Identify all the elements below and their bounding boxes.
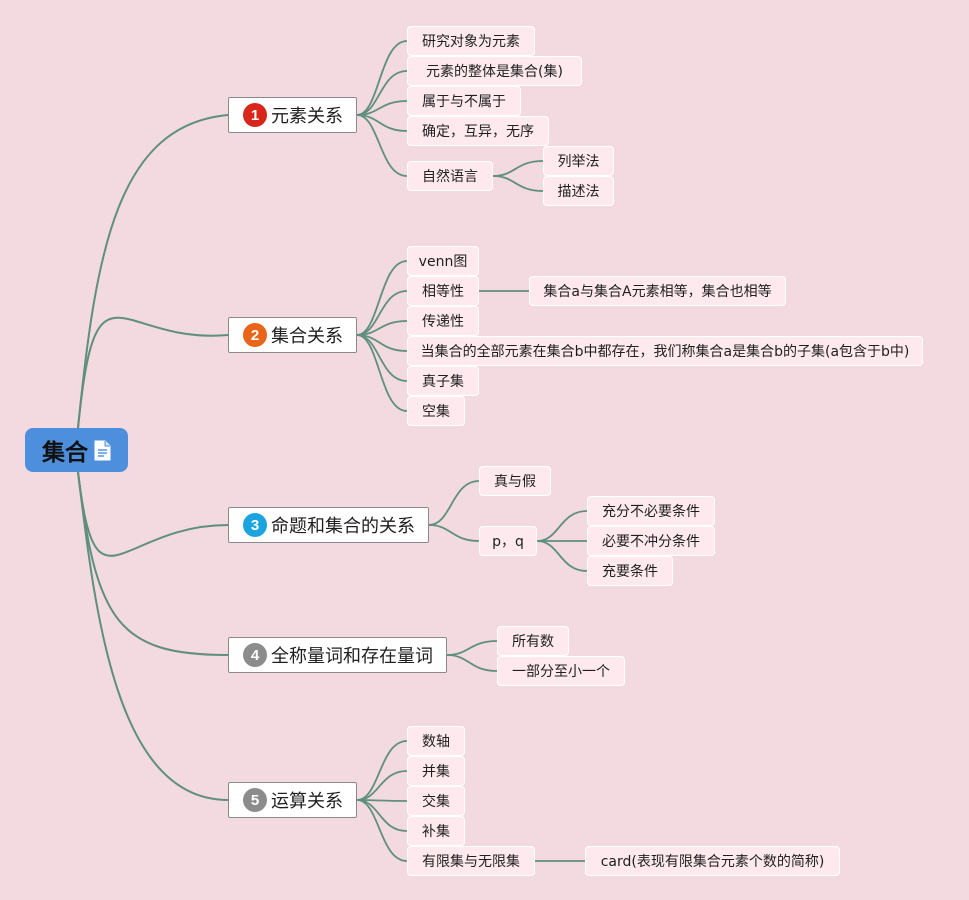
leaf-node[interactable]: 真与假 [479, 466, 551, 496]
connector-line [77, 114, 229, 429]
connector-line [356, 70, 408, 116]
leaf-node[interactable]: 空集 [407, 396, 465, 426]
branch-2[interactable]: 2 集合关系 [228, 317, 357, 353]
branch-label: 命题和集合的关系 [271, 516, 415, 537]
connector-line [356, 260, 408, 336]
leaf-node[interactable]: 交集 [407, 786, 465, 816]
connector-line [446, 640, 498, 656]
connector-line [428, 524, 480, 542]
leaf-node[interactable]: card(表现有限集合元素个数的简称) [585, 846, 840, 876]
number-badge-3: 3 [243, 513, 267, 537]
connector-line [536, 540, 588, 572]
leaf-node[interactable]: 必要不冲分条件 [587, 526, 715, 556]
leaf-node[interactable]: 充要条件 [587, 556, 673, 586]
connector-line [428, 480, 480, 526]
leaf-node[interactable]: 并集 [407, 756, 465, 786]
connector-line [536, 510, 588, 542]
connector-line [446, 654, 498, 672]
connector-line [77, 316, 229, 429]
connector-line [77, 471, 229, 801]
connector-line [356, 740, 408, 801]
branch-label: 全称量词和存在量词 [271, 646, 433, 667]
connector-line [356, 290, 408, 336]
branch-5[interactable]: 5 运算关系 [228, 782, 357, 818]
leaf-node[interactable]: 数轴 [407, 726, 465, 756]
leaf-node[interactable]: 集合a与集合A元素相等，集合也相等 [529, 276, 786, 306]
leaf-node[interactable]: 列举法 [543, 146, 614, 176]
branch-label: 集合关系 [271, 326, 343, 347]
connector-line [356, 40, 408, 116]
leaf-node[interactable]: 当集合的全部元素在集合b中都存在，我们称集合a是集合b的子集(a包含于b中) [407, 336, 923, 366]
number-badge-5: 5 [243, 788, 267, 812]
root-topic[interactable]: 集合 [25, 428, 128, 472]
branch-label: 元素关系 [271, 106, 343, 127]
leaf-node[interactable]: 元素的整体是集合(集) [407, 56, 582, 86]
document-icon [94, 440, 111, 460]
leaf-node[interactable]: 有限集与无限集 [407, 846, 535, 876]
connector-line [492, 160, 544, 177]
number-badge-1: 1 [243, 103, 267, 127]
branch-3[interactable]: 3 命题和集合的关系 [228, 507, 429, 543]
connector-line [356, 334, 408, 412]
leaf-node[interactable]: 一部分至小一个 [497, 656, 625, 686]
leaf-node[interactable]: 研究对象为元素 [407, 26, 535, 56]
branch-label: 运算关系 [271, 791, 343, 812]
leaf-node[interactable]: 确定，互异，无序 [407, 116, 549, 146]
leaf-node[interactable]: 自然语言 [407, 161, 493, 191]
leaf-node[interactable]: 属于与不属于 [407, 86, 521, 116]
leaf-node[interactable]: 补集 [407, 816, 465, 846]
leaf-node[interactable]: p，q [479, 526, 537, 556]
root-label: 集合 [42, 440, 88, 466]
number-badge-2: 2 [243, 323, 267, 347]
connector-line [356, 799, 408, 862]
connector-line [356, 770, 408, 801]
connector-line [356, 114, 408, 177]
leaf-node[interactable]: 所有数 [497, 626, 569, 656]
leaf-node[interactable]: 充分不必要条件 [587, 496, 715, 526]
connector-line [492, 175, 544, 192]
leaf-node[interactable]: 相等性 [407, 276, 479, 306]
connector-line [77, 471, 229, 557]
leaf-node[interactable]: 真子集 [407, 366, 479, 396]
leaf-node[interactable]: venn图 [407, 246, 479, 276]
leaf-node[interactable]: 传递性 [407, 306, 479, 336]
leaf-node[interactable]: 描述法 [543, 176, 614, 206]
connector-line [356, 334, 408, 382]
branch-4[interactable]: 4 全称量词和存在量词 [228, 637, 447, 673]
branch-1[interactable]: 1 元素关系 [228, 97, 357, 133]
number-badge-4: 4 [243, 643, 267, 667]
connector-line [356, 799, 408, 832]
